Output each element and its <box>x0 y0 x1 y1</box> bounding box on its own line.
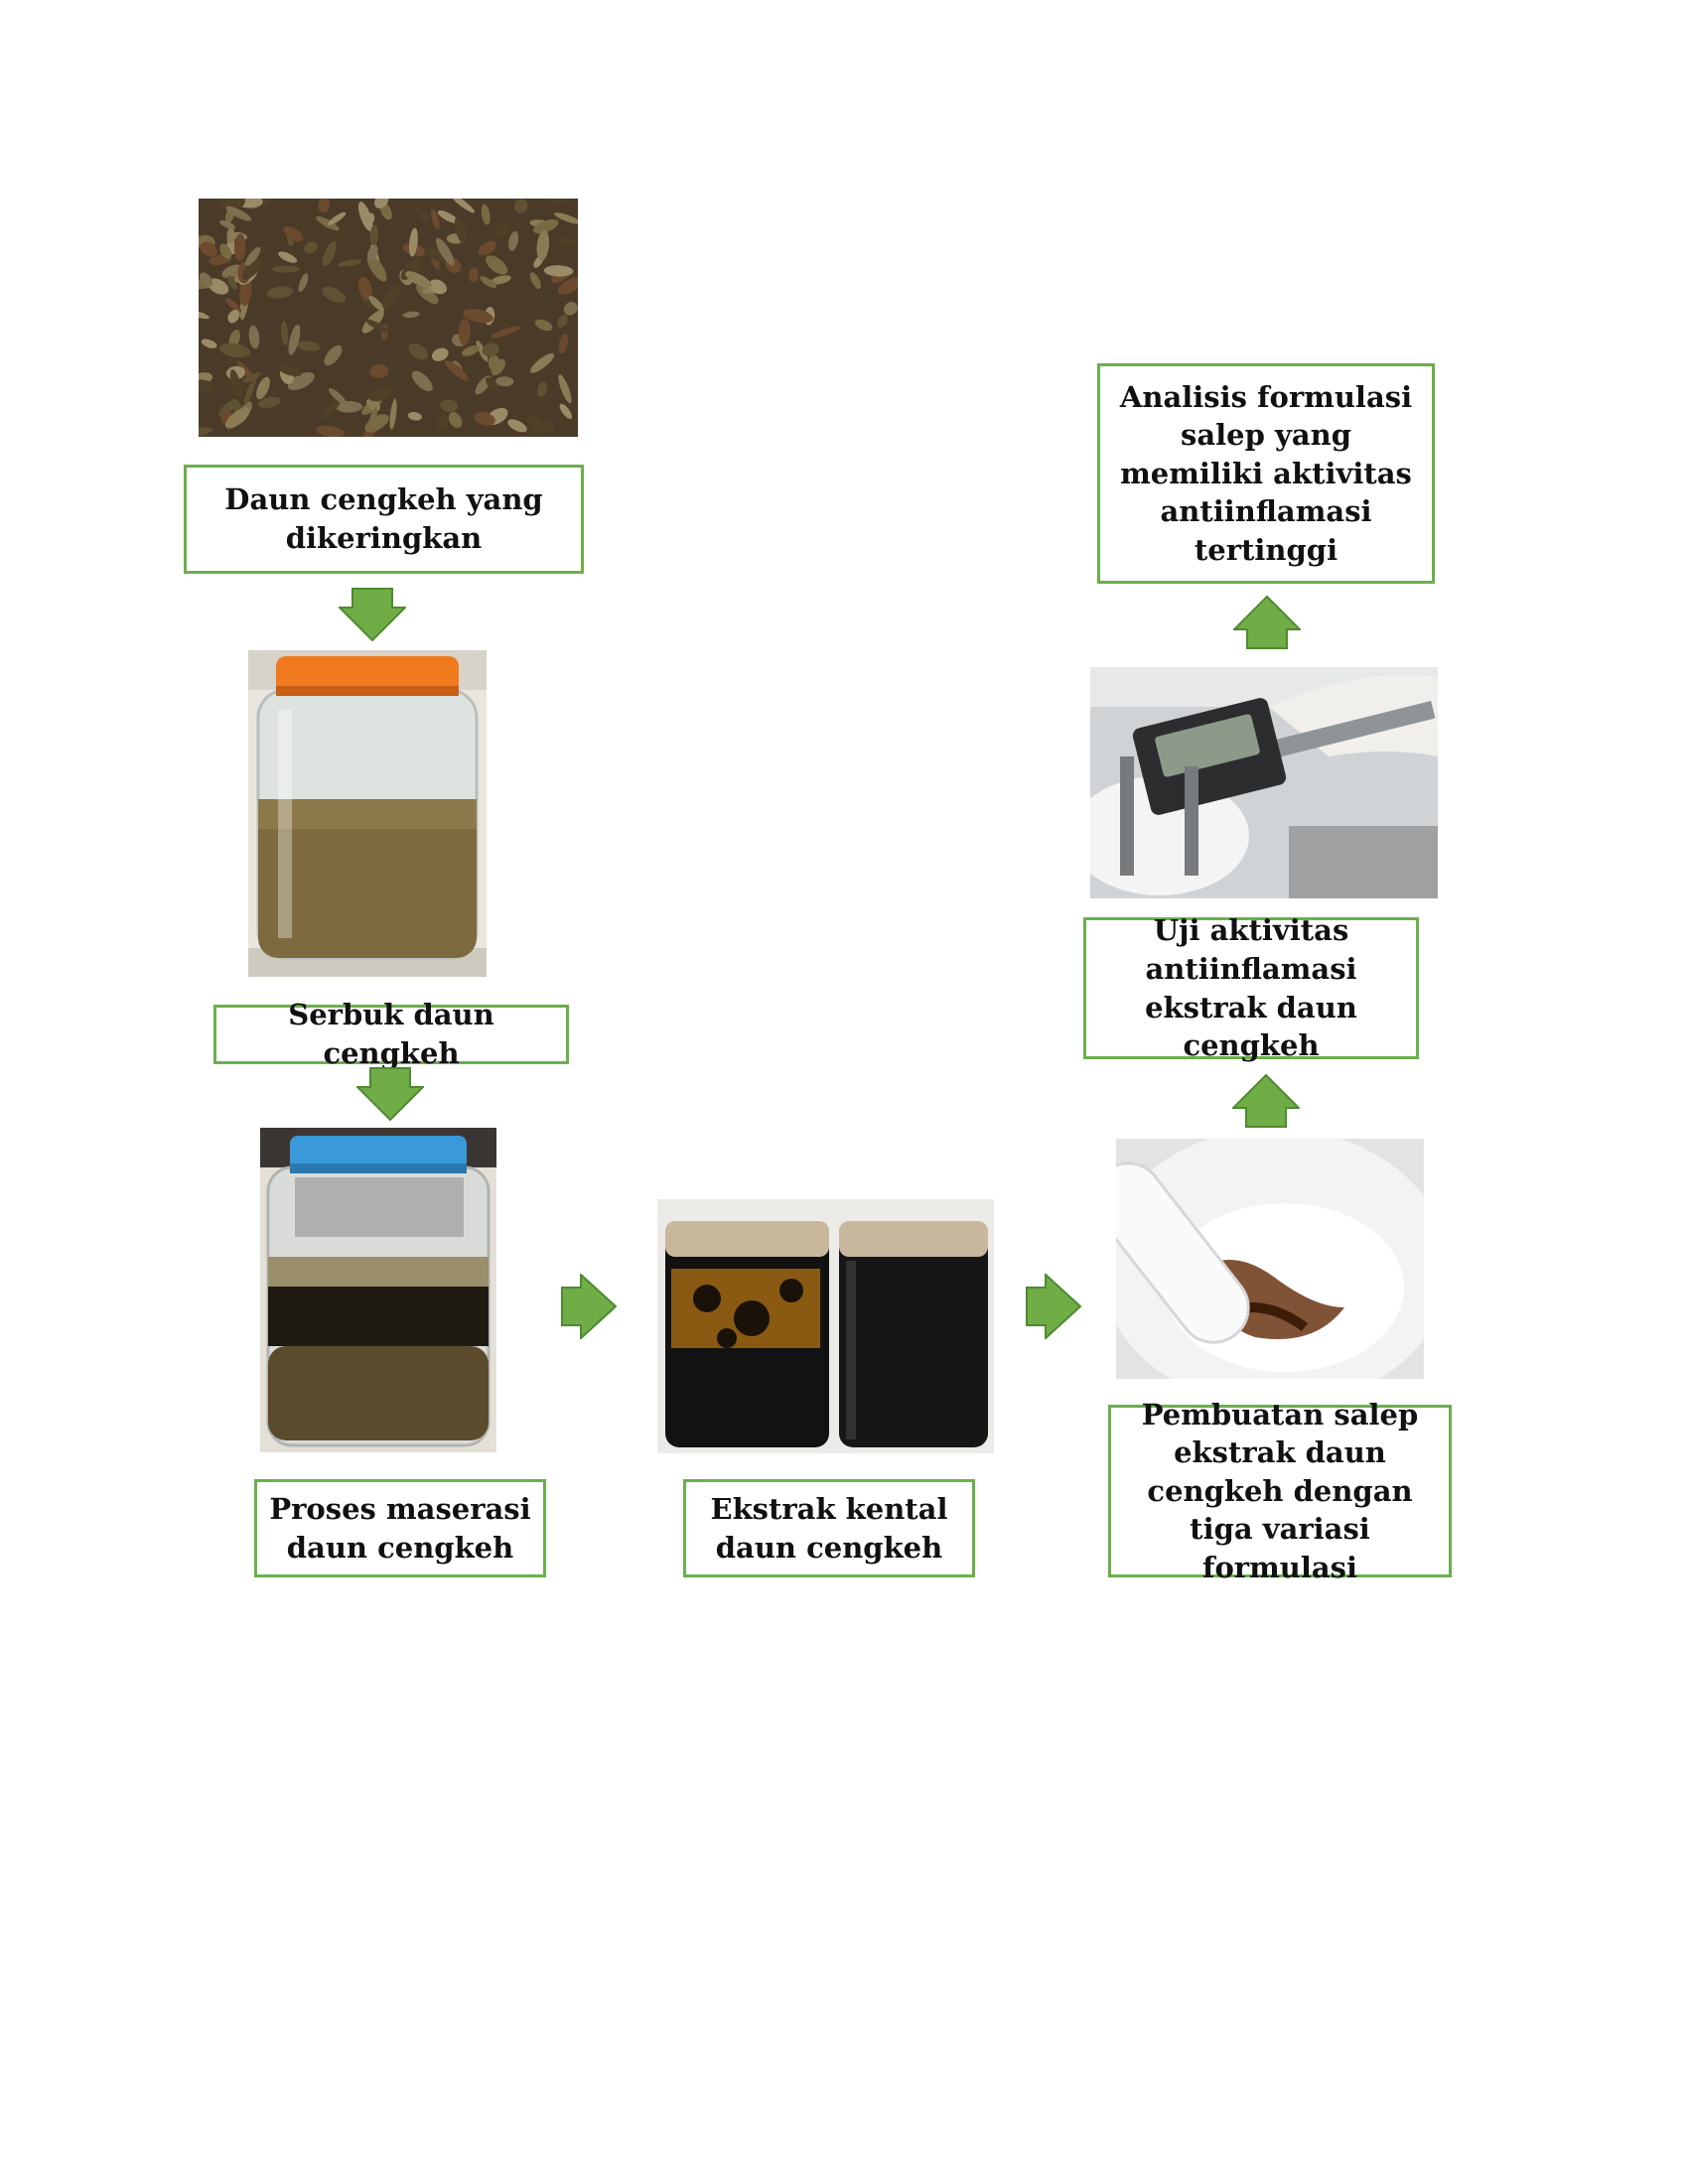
step-maceration: Proses maserasi daun cengkeh <box>254 1479 546 1577</box>
step-ointment-label: Pembuatan salep ekstrak daun cengkeh den… <box>1141 1397 1419 1584</box>
step-analysis: Analisis formulasi salep yang memiliki a… <box>1097 363 1435 584</box>
step-powder: Serbuk daun cengkeh <box>213 998 569 1070</box>
step-analysis-label: Analisis formulasi salep yang memiliki a… <box>1119 379 1413 567</box>
ointment-mortar-photo <box>1116 1139 1424 1379</box>
step-anti-inflammatory-test: Uji aktivitas antiinflamasi ekstrak daun… <box>1083 913 1419 1062</box>
arrow-right-icon <box>561 1274 617 1339</box>
step-dried-leaves-label: Daun cengkeh yang dikeringkan <box>224 482 543 555</box>
thick-extract-photo <box>657 1199 994 1453</box>
step-anti-inflammatory-test-label: Uji aktivitas antiinflamasi ekstrak daun… <box>1145 913 1357 1063</box>
maceration-jar-photo <box>260 1128 496 1452</box>
arrow-down-icon <box>339 588 406 641</box>
step-ointment: Pembuatan salep ekstrak daun cengkeh den… <box>1108 1398 1452 1584</box>
step-dried-leaves: Daun cengkeh yang dikeringkan <box>184 465 584 574</box>
arrow-up-icon <box>1232 1074 1300 1128</box>
dried-leaves-photo <box>199 199 578 437</box>
arrow-right-icon <box>1026 1274 1081 1339</box>
arrow-down-icon <box>356 1067 424 1121</box>
step-thick-extract-label: Ekstrak kental daun cengkeh <box>710 1491 948 1565</box>
step-thick-extract: Ekstrak kental daun cengkeh <box>683 1479 975 1577</box>
step-maceration-label: Proses maserasi daun cengkeh <box>269 1491 531 1565</box>
caliper-measurement-photo <box>1090 667 1438 898</box>
arrow-up-icon <box>1233 596 1301 649</box>
powder-jar-photo <box>248 650 487 977</box>
step-powder-label: Serbuk daun cengkeh <box>288 998 494 1070</box>
